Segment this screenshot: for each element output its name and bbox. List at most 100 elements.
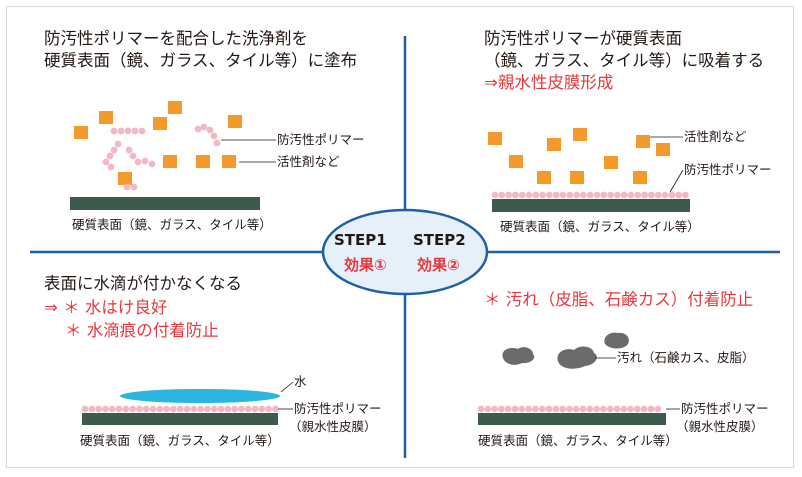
q2-title-line1: 防汚性ポリマーが硬質表面: [484, 29, 682, 48]
polymer-bead: [122, 405, 130, 413]
polymer-bead: [525, 191, 533, 199]
polymer-bead: [117, 127, 125, 135]
surfactant-square: [509, 155, 523, 168]
polymer-bead: [272, 405, 279, 413]
q2-polymer-leader: [669, 169, 684, 193]
polymer-bead: [648, 191, 655, 199]
polymer-bead: [131, 127, 139, 135]
polymer-bead: [552, 405, 560, 413]
polymer-bead: [114, 140, 122, 148]
polymer-bead: [668, 191, 676, 199]
polymer-bead: [505, 191, 512, 199]
polymer-bead: [213, 139, 221, 147]
surfactant-square: [656, 143, 670, 156]
polymer-bead: [148, 160, 156, 168]
polymer-bead: [197, 405, 205, 413]
polymer-bead: [518, 191, 526, 199]
polymer-bead: [654, 405, 662, 413]
outer-frame: [6, 6, 794, 468]
dirt-blob: [557, 346, 597, 369]
polymer-bead: [110, 127, 118, 135]
surfactant-square: [222, 155, 236, 168]
polymer-bead: [634, 191, 642, 199]
q1-title-line1: 防汚性ポリマーを配合した洗浄剤を: [44, 29, 308, 48]
polymer-bead: [265, 405, 272, 413]
polymer-bead: [566, 405, 573, 413]
polymer-bead: [593, 405, 600, 413]
q3-surface-caption: 硬質表面（鏡、ガラス、タイル等）: [80, 433, 280, 448]
polymer-bead: [559, 191, 567, 199]
surfactant-square: [118, 172, 132, 185]
q2-surfactant-squares: [488, 128, 670, 184]
polymer-bead: [620, 405, 628, 413]
q3-label-polymer-line2: （親水性皮膜）: [289, 419, 377, 434]
surfactant-square: [163, 155, 177, 168]
polymer-bead: [217, 405, 225, 413]
polymer-bead: [566, 191, 574, 199]
surfactant-square: [604, 156, 618, 169]
q4-label-polymer-line1: 防汚性ポリマー: [681, 401, 769, 416]
q4-effect: ＊ 汚れ（皮脂、石鹸カス）付着防止: [484, 290, 754, 309]
q3-hard-surface: [82, 413, 278, 425]
polymer-bead: [183, 405, 191, 413]
polymer-bead: [491, 405, 498, 413]
q3-label-polymer-line1: 防汚性ポリマー: [294, 401, 382, 416]
q4-hard-surface: [478, 413, 666, 425]
polymer-bead: [141, 157, 149, 165]
polymer-bead: [88, 405, 96, 413]
polymer-bead: [124, 127, 132, 135]
polymer-bead: [518, 405, 526, 413]
polymer-bead: [525, 405, 532, 413]
polymer-bead: [125, 146, 133, 154]
surfactant-square: [168, 101, 182, 114]
polymer-bead: [546, 191, 553, 199]
polymer-bead: [607, 191, 614, 199]
polymer-bead: [130, 183, 138, 191]
polymer-bead: [682, 191, 689, 199]
polymer-bead: [654, 191, 662, 199]
polymer-bead: [477, 405, 485, 413]
polymer-bead: [206, 126, 214, 134]
polymer-bead: [484, 405, 492, 413]
polymer-bead: [106, 152, 114, 160]
q3-polymer-layer: [81, 405, 279, 413]
q4-label-polymer-line2: （親水性皮膜）: [676, 419, 764, 434]
surfactant-square: [636, 135, 650, 148]
surfactant-square: [633, 171, 647, 184]
q1-hard-surface: [70, 197, 260, 210]
polymer-bead: [661, 191, 669, 199]
q3-effect1: ⇒ ＊ 水はけ良好: [44, 298, 168, 317]
q1-label-surfactant: 活性剤など: [277, 154, 340, 169]
q2-label-polymer: 防汚性ポリマー: [684, 162, 772, 177]
polymer-bead: [210, 405, 218, 413]
polymer-bead: [640, 405, 648, 413]
polymer-bead: [238, 405, 245, 413]
polymer-bead: [675, 191, 682, 199]
step1-label: STEP1: [334, 231, 387, 249]
polymer-bead: [613, 405, 621, 413]
polymer-bead: [532, 405, 539, 413]
polymer-bead: [81, 405, 89, 413]
polymer-bead: [498, 191, 506, 199]
polymer-bead: [606, 405, 614, 413]
q2-hard-surface: [492, 199, 690, 212]
polymer-bead: [142, 405, 150, 413]
q4-polymer-layer: [477, 405, 662, 413]
polymer-bead: [504, 405, 512, 413]
polymer-bead: [614, 191, 621, 199]
polymer-bead: [200, 123, 208, 131]
q1-label-polymer: 防汚性ポリマー: [277, 132, 365, 147]
effect1-label: 効果①: [344, 256, 387, 274]
polymer-bead: [593, 191, 601, 199]
step2-label: STEP2: [413, 231, 466, 249]
q1-surfactant-squares: [74, 101, 242, 185]
q2-result: ⇒親水性皮膜形成: [484, 73, 614, 92]
polymer-bead: [641, 191, 648, 199]
dirt-blob: [604, 332, 629, 349]
polymer-bead: [579, 405, 587, 413]
polymer-bead: [647, 405, 655, 413]
surfactant-square: [153, 117, 167, 130]
q2-surface-caption: 硬質表面（鏡、ガラス、タイル等）: [500, 219, 700, 234]
